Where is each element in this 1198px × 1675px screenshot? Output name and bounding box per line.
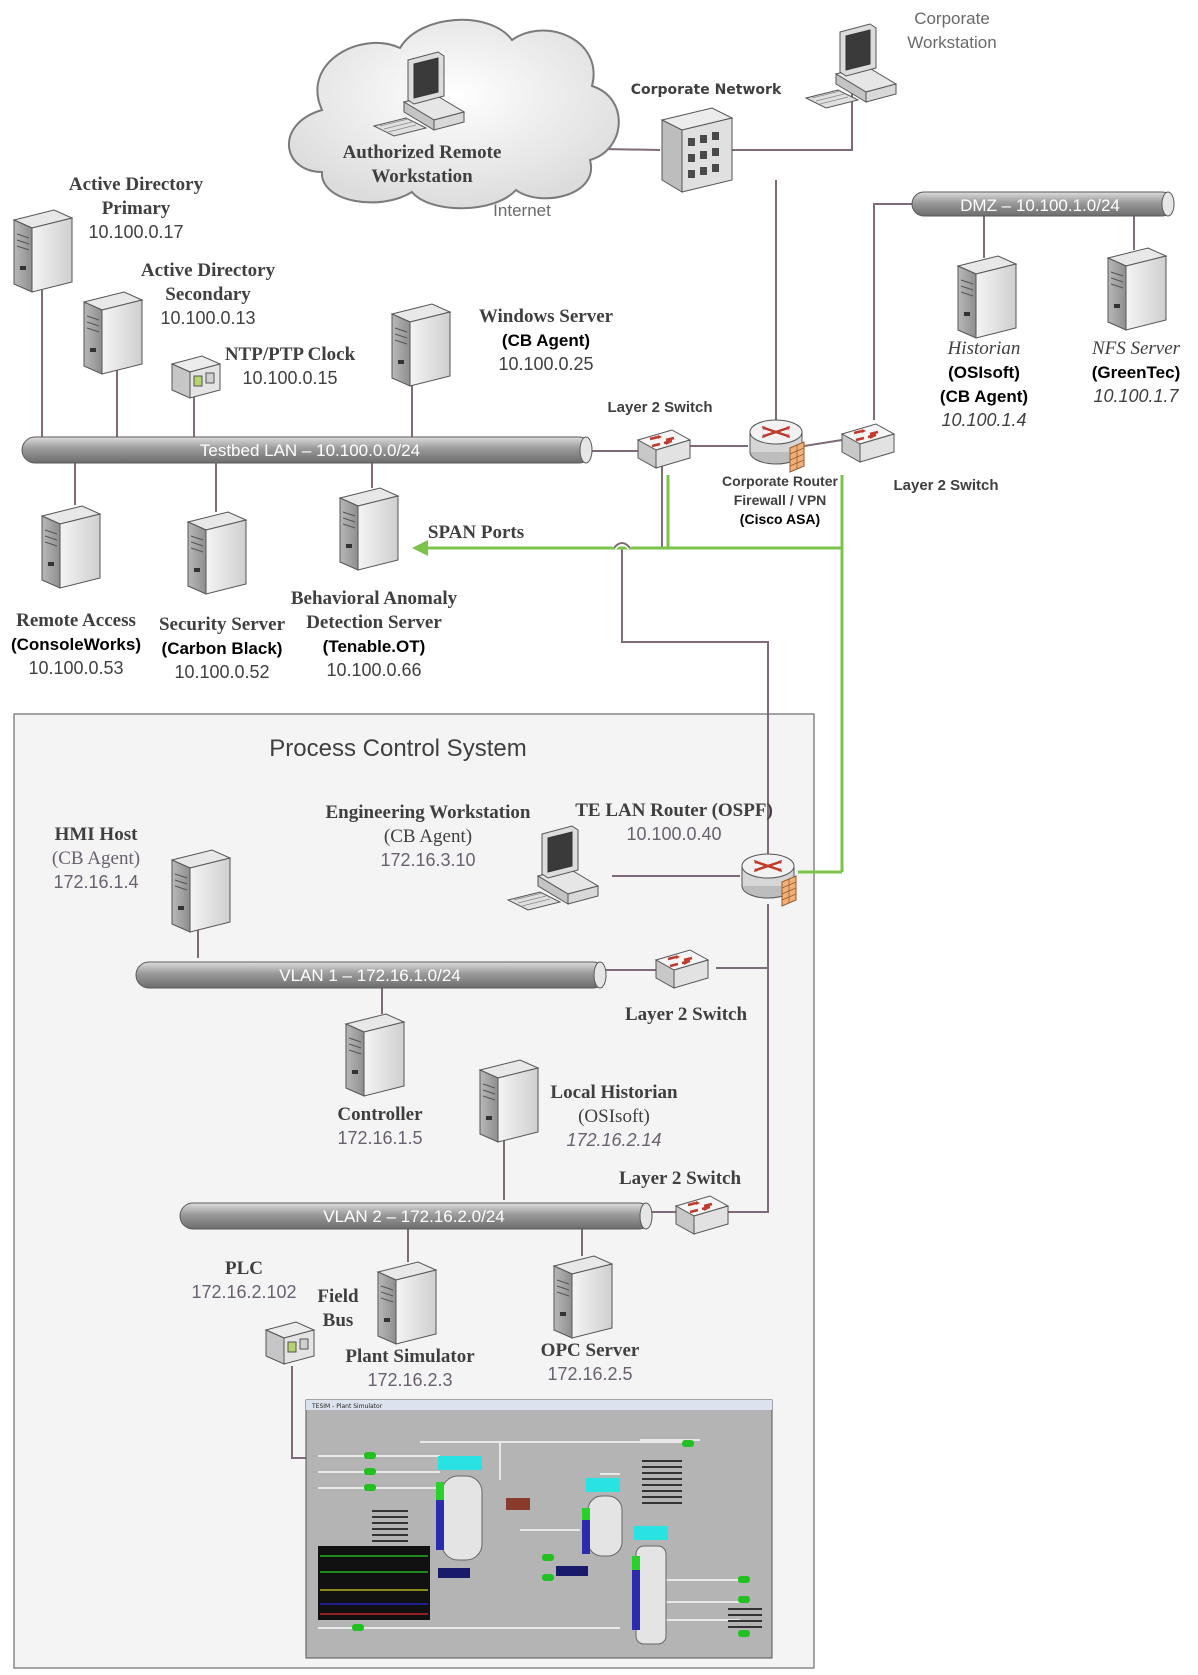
- switch-vlan1-label: Layer 2 Switch: [625, 1004, 748, 1025]
- local-hist-line1: Local Historian: [550, 1082, 678, 1103]
- plc-line1: PLC: [225, 1258, 263, 1279]
- windows-server-icon: [391, 303, 451, 387]
- historian-line3: (CB Agent): [940, 387, 1028, 406]
- dmz-bus: [911, 191, 1175, 217]
- opc-ip: 172.16.2.5: [547, 1364, 632, 1384]
- corp-ws-line2: Workstation: [907, 33, 996, 52]
- plant-sim-line1: Plant Simulator: [345, 1346, 475, 1367]
- corp-network-label: Corporate Network: [631, 82, 782, 98]
- ad-secondary-line1: Active Directory: [141, 260, 276, 281]
- ntp-clock-icon: [171, 355, 221, 399]
- eng-ws-line1: Engineering Workstation: [326, 802, 531, 823]
- te-router-ip: 10.100.0.40: [626, 824, 721, 844]
- hmi-line1: HMI Host: [55, 824, 139, 845]
- plc-ip: 172.16.2.102: [191, 1282, 296, 1302]
- layer2-switch-top-left-icon: [636, 428, 692, 470]
- eng-ws-line2: (CB Agent): [384, 826, 472, 847]
- anomaly-ip: 10.100.0.66: [326, 660, 421, 680]
- ad-secondary-ip: 10.100.0.13: [160, 308, 255, 328]
- vlan2-label: VLAN 2 – 172.16.2.0/24: [323, 1207, 504, 1226]
- historian-ip: 10.100.1.4: [941, 410, 1026, 430]
- corporate-router-icon: [748, 418, 806, 474]
- security-line2: (Carbon Black): [162, 639, 283, 658]
- opc-line1: OPC Server: [541, 1340, 640, 1361]
- corp-router-line3: (Cisco ASA): [740, 511, 820, 527]
- historian-line2: (OSIsoft): [948, 363, 1020, 382]
- historian-line1: Historian: [947, 338, 1021, 359]
- anomaly-detection-server-icon: [339, 487, 399, 571]
- ad-primary-line1: Active Directory: [69, 174, 204, 195]
- local-historian-server-icon: [479, 1059, 539, 1143]
- plc-device-icon: [265, 1321, 315, 1365]
- ntp-ip: 10.100.0.15: [242, 368, 337, 388]
- remote-access-ip: 10.100.0.53: [28, 658, 123, 678]
- ad-primary-ip: 10.100.0.17: [88, 222, 183, 242]
- plant-simulator-server-icon: [377, 1261, 437, 1345]
- security-ip: 10.100.0.52: [174, 662, 269, 682]
- nfs-server-icon: [1107, 247, 1167, 331]
- security-server-icon: [187, 511, 247, 595]
- testbed-lan-bus: [21, 436, 593, 464]
- historian-server-icon: [957, 255, 1017, 339]
- switch-vlan2-label: Layer 2 Switch: [619, 1168, 742, 1189]
- opc-server-icon: [553, 1255, 613, 1339]
- testbed-label: Testbed LAN – 10.100.0.0/24: [200, 441, 420, 460]
- switch-top-left-label: Layer 2 Switch: [607, 399, 712, 416]
- ad-secondary-server-icon: [83, 291, 143, 375]
- hmi-line2: (CB Agent): [52, 848, 140, 869]
- controller-ip: 172.16.1.5: [337, 1128, 422, 1148]
- remote-access-line2: (ConsoleWorks): [11, 635, 141, 654]
- vlan1-label: VLAN 1 – 172.16.1.0/24: [279, 966, 460, 985]
- controller-server-icon: [345, 1013, 405, 1097]
- plant-sim-ip: 172.16.2.3: [367, 1370, 452, 1390]
- fieldbus-line2: Bus: [323, 1310, 354, 1331]
- vlan1-bus: [135, 961, 607, 989]
- cloud-title-line1: Authorized Remote: [343, 142, 502, 163]
- win-server-line2: (CB Agent): [502, 331, 590, 350]
- anomaly-line1: Behavioral Anomaly: [291, 588, 458, 609]
- span-arrow: [412, 540, 428, 556]
- te-router-line1: TE LAN Router (OSPF): [575, 800, 773, 821]
- cloud-title-line2: Workstation: [371, 166, 473, 187]
- hmi-ip: 172.16.1.4: [53, 872, 138, 892]
- pcs-title: Process Control System: [269, 735, 526, 762]
- corp-router-line2: Firewall / VPN: [734, 492, 827, 508]
- layer2-switch-top-right-icon: [840, 422, 896, 464]
- local-hist-line2: (OSIsoft): [578, 1106, 650, 1127]
- ntp-line1: NTP/PTP Clock: [225, 344, 356, 365]
- eng-ws-ip: 172.16.3.10: [380, 850, 475, 870]
- win-server-ip: 10.100.0.25: [498, 354, 593, 374]
- hmi-host-server-icon: [171, 849, 231, 933]
- fieldbus-line1: Field: [317, 1286, 359, 1307]
- win-server-line1: Windows Server: [479, 306, 614, 327]
- plant-simulator-screen: TESIM - Plant Simulator: [305, 1399, 773, 1659]
- remote-access-line1: Remote Access: [16, 610, 136, 631]
- corporate-network-icon: [660, 107, 734, 193]
- ad-primary-line2: Primary: [102, 198, 171, 219]
- nfs-line2: (GreenTec): [1092, 363, 1181, 382]
- corp-ws-line1: Corporate: [914, 9, 990, 28]
- internet-label: Internet: [493, 201, 551, 220]
- ad-secondary-line2: Secondary: [165, 284, 251, 305]
- security-line1: Security Server: [159, 614, 286, 635]
- corp-router-line1: Corporate Router: [722, 473, 838, 489]
- vlan2-bus: [179, 1202, 653, 1230]
- screen-title: TESIM - Plant Simulator: [311, 1403, 383, 1410]
- nfs-line1: NFS Server: [1091, 338, 1181, 359]
- controller-line1: Controller: [337, 1104, 423, 1125]
- remote-access-server-icon: [41, 505, 101, 589]
- switch-top-right-label: Layer 2 Switch: [893, 477, 998, 494]
- local-hist-ip: 172.16.2.14: [566, 1130, 661, 1150]
- anomaly-line2: Detection Server: [306, 612, 442, 633]
- anomaly-line3: (Tenable.OT): [323, 637, 426, 656]
- nfs-ip: 10.100.1.7: [1093, 386, 1179, 406]
- dmz-label: DMZ – 10.100.1.0/24: [960, 196, 1120, 215]
- ad-primary-server-icon: [13, 209, 73, 293]
- span-ports-label: SPAN Ports: [428, 522, 524, 543]
